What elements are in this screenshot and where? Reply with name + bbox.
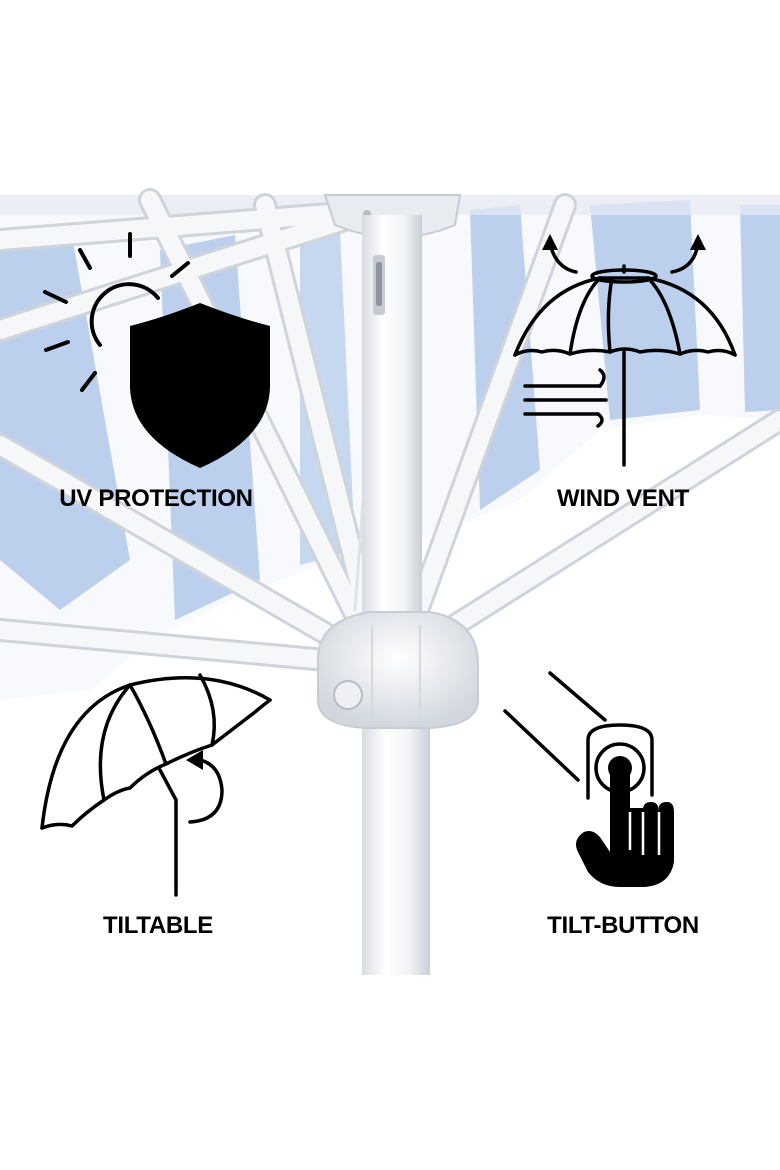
umbrella-pole <box>362 215 430 975</box>
canopy-stripe <box>740 205 780 412</box>
canopy-stripe <box>590 200 700 420</box>
umbrella-ribs <box>0 188 780 677</box>
arrow-rotate-icon <box>186 750 203 770</box>
tilt-button-photo <box>333 680 363 710</box>
tiltable-label: TILTABLE <box>102 912 214 939</box>
wind-vent-label: WIND VENT <box>557 485 689 512</box>
uv-protection-label: UV PROTECTION <box>59 485 253 512</box>
finger-press-button-icon <box>503 671 674 887</box>
arrow-up-icon <box>542 234 558 250</box>
tilt-button-label: TILT-BUTTON <box>547 912 699 939</box>
tilted-umbrella-icon <box>40 673 272 897</box>
vented-umbrella-icon <box>513 242 737 467</box>
lower-hub <box>317 611 479 729</box>
sun-shield-icon <box>43 232 270 468</box>
arrow-up-icon <box>690 234 706 250</box>
